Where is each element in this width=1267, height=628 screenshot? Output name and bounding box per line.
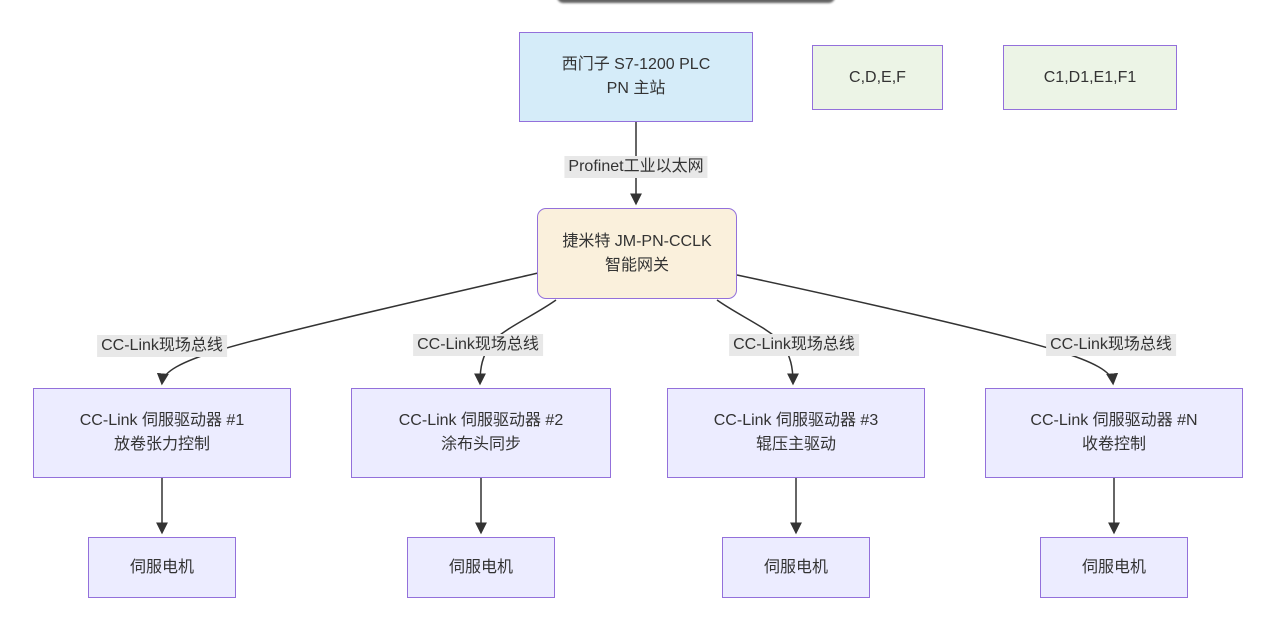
node-label-line: 伺服电机 (763, 558, 828, 576)
node-label-line: 涂布头同步 (440, 436, 521, 453)
node-motor3: 伺服电机 (722, 537, 870, 598)
node-label-line: 放卷张力控制 (113, 436, 210, 453)
node-gateway: 捷米特 JM-PN-CCLK 智能网关 (537, 208, 737, 299)
node-label-line: 伺服电机 (129, 558, 194, 576)
node-drive2: CC-Link 伺服驱动器 #2 涂布头同步 (351, 388, 611, 478)
node-label-line: 智能网关 (604, 256, 669, 274)
node-label-line: CC-Link 伺服驱动器 #3 (713, 412, 879, 429)
node-label-line: CC-Link 伺服驱动器 #2 (398, 412, 564, 429)
edge-label-cclink-3: CC-Link现场总线 (729, 334, 859, 356)
node-plc-master: 西门子 S7-1200 PLC PN 主站 (519, 32, 753, 122)
node-label-line: C,D,E,F (849, 68, 906, 86)
node-label-line: 伺服电机 (448, 558, 513, 576)
edge-label-cclink-2: CC-Link现场总线 (413, 334, 543, 356)
node-label-line: 捷米特 JM-PN-CCLK (562, 232, 712, 250)
node-label-line: PN 主站 (606, 80, 666, 97)
node-drive3: CC-Link 伺服驱动器 #3 辊压主驱动 (667, 388, 925, 478)
node-label-line: 伺服电机 (1081, 558, 1146, 576)
edge-label-profinet: Profinet工业以太网 (564, 156, 708, 178)
node-label-line: C1,D1,E1,F1 (1043, 68, 1137, 86)
node-group-cdef: C,D,E,F (812, 45, 943, 110)
node-drive1: CC-Link 伺服驱动器 #1 放卷张力控制 (33, 388, 291, 478)
node-motor1: 伺服电机 (88, 537, 236, 598)
node-label-line: CC-Link 伺服驱动器 #1 (79, 412, 245, 429)
edge-label-cclink-1: CC-Link现场总线 (97, 335, 227, 357)
edge-gateway-driveN (736, 274, 1119, 386)
node-label-line: 辊压主驱动 (755, 436, 836, 453)
node-group-c1d1e1f1: C1,D1,E1,F1 (1003, 45, 1177, 110)
clipped-top-node (557, 0, 835, 3)
node-label-line: 西门子 S7-1200 PLC (561, 56, 711, 73)
node-motor4: 伺服电机 (1040, 537, 1188, 598)
node-label-line: CC-Link 伺服驱动器 #N (1030, 412, 1198, 429)
node-label-line: 收卷控制 (1081, 436, 1146, 453)
node-driveN: CC-Link 伺服驱动器 #N 收卷控制 (985, 388, 1243, 478)
node-motor2: 伺服电机 (407, 537, 555, 598)
edge-label-cclink-4: CC-Link现场总线 (1046, 334, 1176, 356)
edge-gateway-drive1 (156, 272, 539, 386)
